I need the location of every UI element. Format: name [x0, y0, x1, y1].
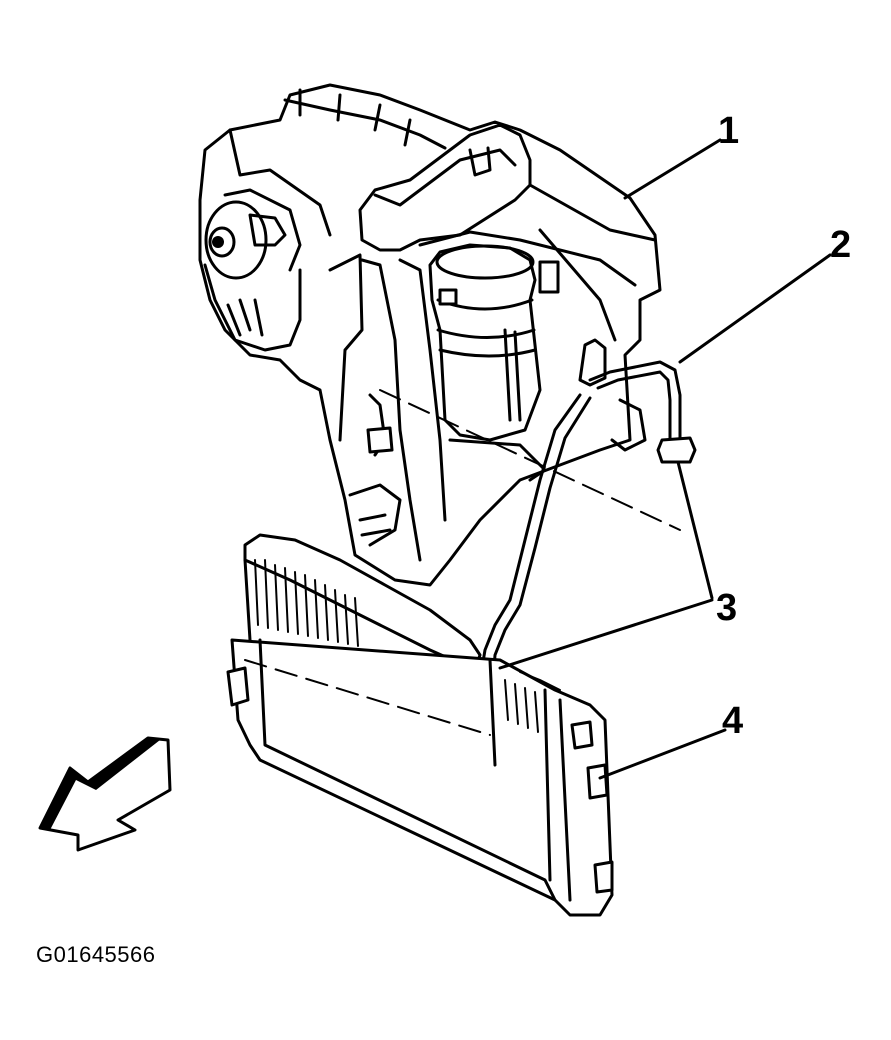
callout-1: 1 [718, 110, 739, 152]
hvac-module-housing [198, 83, 662, 587]
leader-lines [498, 138, 832, 780]
leader-line-3b [498, 598, 714, 670]
accumulator-canister [428, 243, 560, 442]
leader-line-4 [598, 728, 727, 780]
callout-4: 4 [722, 700, 743, 742]
leader-line-2 [678, 253, 832, 364]
evaporator-fins [254, 559, 561, 733]
evaporator-core [226, 389, 681, 917]
leader-line-1 [623, 138, 722, 200]
callout-2: 2 [830, 224, 851, 266]
front-direction-arrow-icon [38, 736, 172, 852]
figure-id-label: G01645566 [36, 942, 156, 967]
callout-3: 3 [716, 587, 737, 629]
leader-line-3a [676, 460, 714, 600]
